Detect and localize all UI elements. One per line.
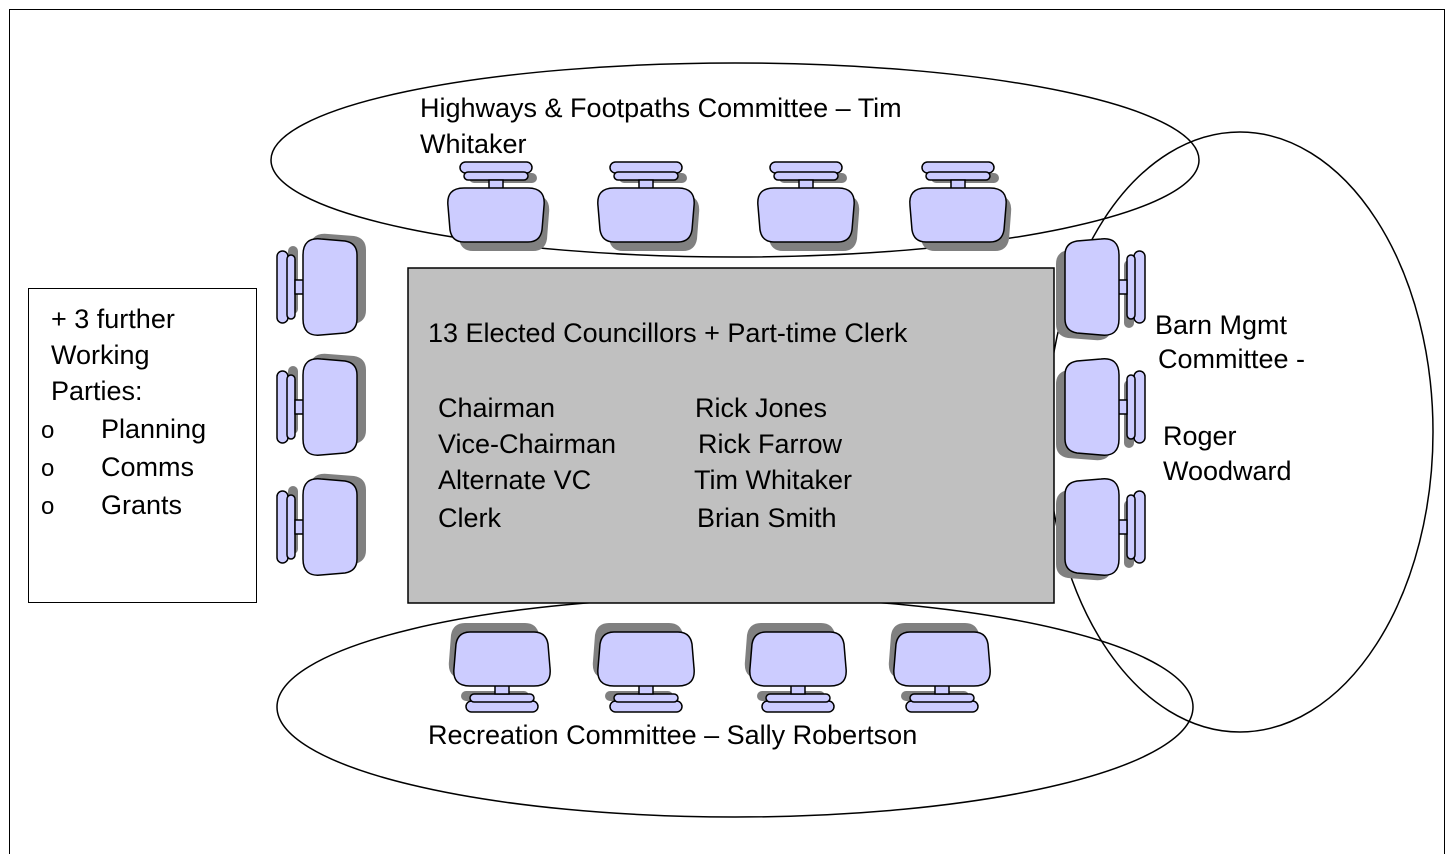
chair-left-1 (276, 233, 366, 336)
list-item: o Grants (39, 487, 206, 525)
chair-bottom-3 (744, 623, 847, 713)
chair-left-3 (276, 473, 366, 576)
bullet-icon: o (41, 417, 55, 444)
recreation-committee-label: Recreation Committee – Sally Robertson (428, 720, 918, 750)
recreation-committee-ellipse (276, 596, 1194, 818)
chair-right-1 (1056, 238, 1146, 341)
table-heading: 13 Elected Councillors + Part-time Clerk (428, 318, 908, 348)
working-party-comms: Comms (101, 452, 194, 482)
chair-left-2 (276, 353, 366, 456)
highways-committee-ellipse (270, 62, 1200, 258)
diagram-frame (9, 9, 1445, 854)
chair-bottom-4 (888, 623, 991, 713)
bullet-icon: o (41, 493, 55, 520)
name-clerk: Brian Smith (697, 503, 837, 533)
role-alternate-vc: Alternate VC (438, 465, 592, 495)
name-vice-chairman: Rick Farrow (698, 429, 843, 459)
working-party-grants: Grants (101, 490, 183, 520)
chair-bottom-1 (448, 623, 551, 713)
barn-committee-label-line3: Roger (1163, 421, 1237, 451)
role-clerk: Clerk (438, 503, 502, 533)
barn-committee-label-line1: Barn Mgmt (1155, 310, 1288, 340)
chair-top-1 (447, 161, 550, 251)
working-parties-title: + 3 further Working Parties: (51, 304, 175, 406)
name-chairman: Rick Jones (695, 393, 828, 423)
highways-committee-label-line2: Whitaker (420, 129, 527, 159)
barn-committee-label-line4: Woodward (1163, 456, 1292, 486)
chair-top-2 (597, 161, 700, 251)
list-item: o Comms (39, 449, 206, 487)
working-party-planning: Planning (101, 414, 207, 444)
role-vice-chairman: Vice-Chairman (438, 429, 617, 459)
chair-right-2 (1056, 358, 1146, 461)
bullet-icon: o (41, 455, 55, 482)
highways-committee-label-line1: Highways & Footpaths Committee – Tim (420, 93, 902, 123)
chair-top-4 (909, 161, 1012, 251)
chair-top-3 (757, 161, 860, 251)
chair-right-3 (1056, 478, 1146, 581)
chairs (276, 161, 1146, 713)
role-chairman: Chairman (438, 393, 556, 423)
name-alternate-vc: Tim Whitaker (694, 465, 853, 495)
chair-bottom-2 (592, 623, 695, 713)
council-table (407, 267, 1055, 604)
list-item: o Planning (39, 411, 206, 449)
barn-committee-label-line2: Committee - (1158, 344, 1306, 374)
working-parties-box: + 3 further Working Parties: o Planning o… (28, 288, 257, 603)
